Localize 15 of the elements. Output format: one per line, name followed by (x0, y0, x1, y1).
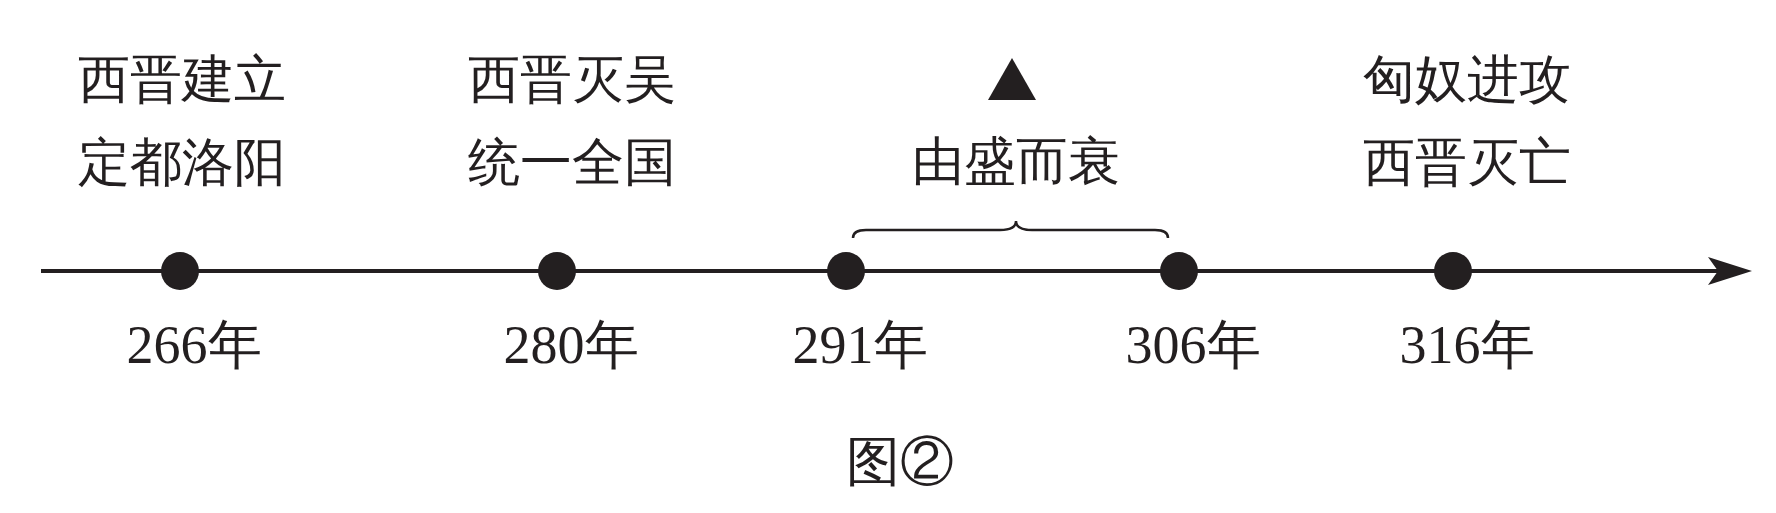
timeline-dot (1434, 252, 1472, 290)
period-label: 由盛而衰 (912, 136, 1120, 188)
event-label: 西晋建立定都洛阳 (77, 50, 288, 193)
year-label: 291年 (792, 318, 928, 372)
timeline-dot (538, 252, 576, 290)
figure-caption: 图② (846, 435, 954, 489)
event-label: 西晋灭吴统一全国 (467, 50, 678, 193)
timeline-dot (1160, 252, 1198, 290)
timeline-dot (827, 252, 865, 290)
year-label: 316年 (1399, 318, 1535, 372)
year-label: 306年 (1125, 318, 1261, 372)
timeline-dot (161, 252, 199, 290)
year-label: 280年 (503, 318, 639, 372)
event-label: 匈奴进攻西晋灭亡 (1362, 50, 1573, 193)
year-label: 266年 (126, 318, 262, 372)
